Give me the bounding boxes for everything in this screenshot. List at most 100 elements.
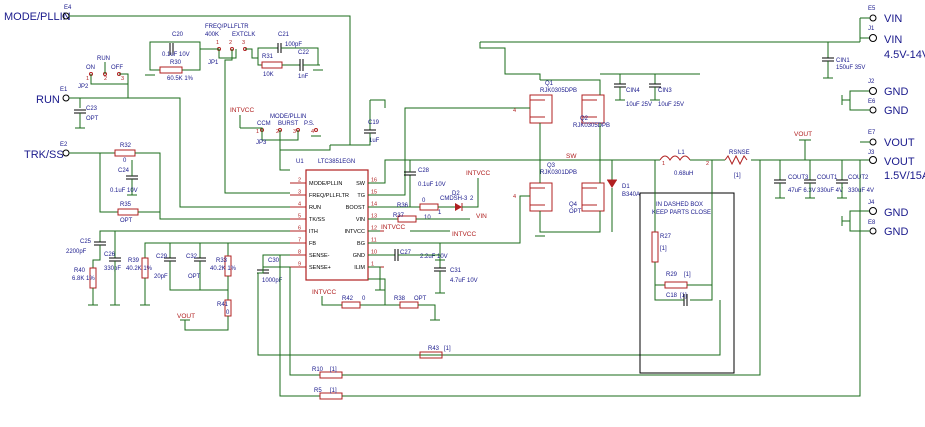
c23-ref: C23 bbox=[86, 106, 98, 112]
e2-terminal[interactable] bbox=[62, 149, 70, 157]
q4-val: OPT bbox=[569, 209, 582, 215]
jp1-pin2: 2 bbox=[229, 40, 232, 46]
gnd-connectors-top: J2 GND E6 GND bbox=[841, 79, 909, 117]
rsnse-val: [1] bbox=[734, 173, 741, 179]
r27-val: [1] bbox=[660, 246, 667, 252]
j3-terminal[interactable] bbox=[869, 156, 877, 164]
c21-val: 100pF bbox=[285, 42, 302, 48]
r30-ref: R30 bbox=[170, 60, 182, 66]
r38-ref: R38 bbox=[394, 296, 406, 302]
c22-val: 1nF bbox=[298, 74, 309, 80]
ic-part: LTC3851EGN bbox=[318, 159, 355, 165]
q1-val: RJK0305DPB bbox=[540, 88, 577, 94]
c20-val: 0.1uF 10V bbox=[162, 52, 190, 58]
cout3-ref: COUT3 bbox=[788, 175, 809, 181]
vout-connectors: E7 VOUT J3 VOUT 1.5V/15A bbox=[860, 130, 925, 182]
c32-ref: C32 bbox=[186, 254, 198, 260]
gnd-label-4: GND bbox=[884, 226, 909, 238]
e8-label: E8 bbox=[868, 220, 876, 226]
vin-range: 4.5V-14V bbox=[884, 49, 925, 61]
q4-ref: Q4 bbox=[569, 202, 578, 208]
jp3-pin2: 2 bbox=[276, 129, 279, 135]
e6-terminal[interactable] bbox=[869, 106, 877, 114]
r5-ref: R5 bbox=[314, 388, 322, 394]
r31-ref: R31 bbox=[262, 54, 274, 60]
cout2-val: 330uF 4V bbox=[848, 188, 874, 194]
sw-net: SW bbox=[566, 153, 577, 160]
r36-ref: R36 bbox=[397, 203, 409, 209]
c24-ref: C24 bbox=[118, 168, 130, 174]
cin3-val: 10uF 25V bbox=[658, 102, 684, 108]
c26-ref: C26 bbox=[104, 252, 116, 258]
d2-diode bbox=[455, 203, 462, 211]
ic-pin-name: GND bbox=[353, 253, 365, 259]
ic-body bbox=[305, 169, 369, 281]
jp1-jumper[interactable]: FREQ/PLLFLTR 400K EXTCLK 1 2 3 JP1 bbox=[149, 24, 290, 194]
j4-terminal[interactable] bbox=[869, 207, 877, 215]
jp3-pin3: 3 bbox=[293, 129, 296, 135]
mode-pllin-label: MODE/PLLIN bbox=[4, 11, 71, 23]
r38-val: OPT bbox=[414, 296, 427, 302]
c22-ref: C22 bbox=[298, 50, 310, 56]
jp2-on: ON bbox=[86, 65, 95, 71]
ic-ref: U1 bbox=[296, 159, 304, 165]
jp1-opt2: EXTCLK bbox=[232, 32, 255, 38]
run-net: RUN E1 C23 OPT bbox=[36, 80, 290, 208]
r33-ref: R33 bbox=[216, 258, 228, 264]
l1-ref: L1 bbox=[678, 150, 685, 156]
ic-pin-name: MODE/PLLIN bbox=[309, 181, 342, 187]
cin4-val: 10uF 25V bbox=[626, 102, 652, 108]
c27-val: 2.2uF 10V bbox=[420, 254, 448, 260]
c23-val: OPT bbox=[86, 116, 99, 122]
gnd-connectors-bottom: J4 GND E8 GND bbox=[841, 200, 909, 238]
e7-terminal[interactable] bbox=[869, 138, 877, 146]
e4-label: E4 bbox=[64, 5, 72, 11]
d1-diode bbox=[607, 180, 617, 188]
c25-ref: C25 bbox=[80, 239, 92, 245]
jp2-ref: JP2 bbox=[78, 84, 89, 90]
compensation-network: C25 2200pF R40 6.8K 1% C26 330pF R39 40.… bbox=[66, 230, 721, 397]
r10-ref: R10 bbox=[312, 367, 324, 373]
ic-pin-number: 12 bbox=[371, 226, 377, 232]
q3-val: RJK0301DPB bbox=[540, 170, 577, 176]
jp3-pin1: 1 bbox=[256, 129, 259, 135]
e1-terminal[interactable] bbox=[62, 94, 70, 102]
cout1-val: 330uF 4V bbox=[817, 188, 843, 194]
jp1-pin3: 3 bbox=[242, 40, 245, 46]
d1-ref: D1 bbox=[622, 184, 630, 190]
feedback-resistors: R43 [1] R10 [1] R5 [1] bbox=[290, 160, 861, 400]
e8-terminal[interactable] bbox=[869, 227, 877, 235]
d2-val: CMDSH-3 bbox=[440, 196, 468, 202]
l1-inductor bbox=[659, 155, 691, 161]
j2-terminal[interactable] bbox=[869, 87, 877, 95]
q4-mosfet bbox=[581, 182, 605, 212]
r42-val: 0 bbox=[362, 296, 366, 302]
e5-terminal[interactable] bbox=[869, 14, 877, 22]
c21-ref: C21 bbox=[278, 32, 290, 38]
jp2-off: OFF bbox=[111, 65, 123, 71]
r35-ref: R35 bbox=[120, 202, 132, 208]
intvcc-e: INTVCC bbox=[312, 289, 337, 296]
cin4-ref: CIN4 bbox=[626, 88, 640, 94]
j1-terminal[interactable] bbox=[869, 34, 877, 42]
ic-pin-name: SENSE+ bbox=[309, 265, 331, 271]
c18-val: [1] bbox=[680, 293, 687, 299]
ic-pin-name: FB bbox=[309, 241, 316, 247]
jp3-jumper[interactable]: INTVCC MODE/PLLIN CCM BURST P.S. 1 2 3 4… bbox=[230, 107, 331, 171]
c18-ref: C18 bbox=[666, 293, 678, 299]
r42-ref: R42 bbox=[342, 296, 354, 302]
trk-ss-label: TRK/SS bbox=[24, 149, 64, 161]
ic-right-network: R36 0 D2 CMDSH-3 INTVCC C28 0.1uF 10V R3… bbox=[312, 99, 600, 321]
r43-ref: R43 bbox=[428, 346, 440, 352]
ic-pin-number: 7 bbox=[298, 238, 301, 244]
ic-pin-number: 4 bbox=[298, 202, 301, 208]
intvcc-d: INTVCC bbox=[452, 231, 477, 238]
j4-label: J4 bbox=[868, 200, 875, 206]
c27-ref: C27 bbox=[400, 250, 412, 256]
jp2-jumper[interactable]: RUN ON OFF 1 2 3 JP2 bbox=[78, 56, 129, 90]
c31-val: 4.7uF 10V bbox=[450, 278, 478, 284]
ic-pin-name: BOOST bbox=[346, 205, 366, 211]
jp2-pin3: 3 bbox=[121, 76, 124, 82]
gnd-label-3: GND bbox=[884, 207, 909, 219]
jp3-ref: JP3 bbox=[256, 140, 267, 146]
